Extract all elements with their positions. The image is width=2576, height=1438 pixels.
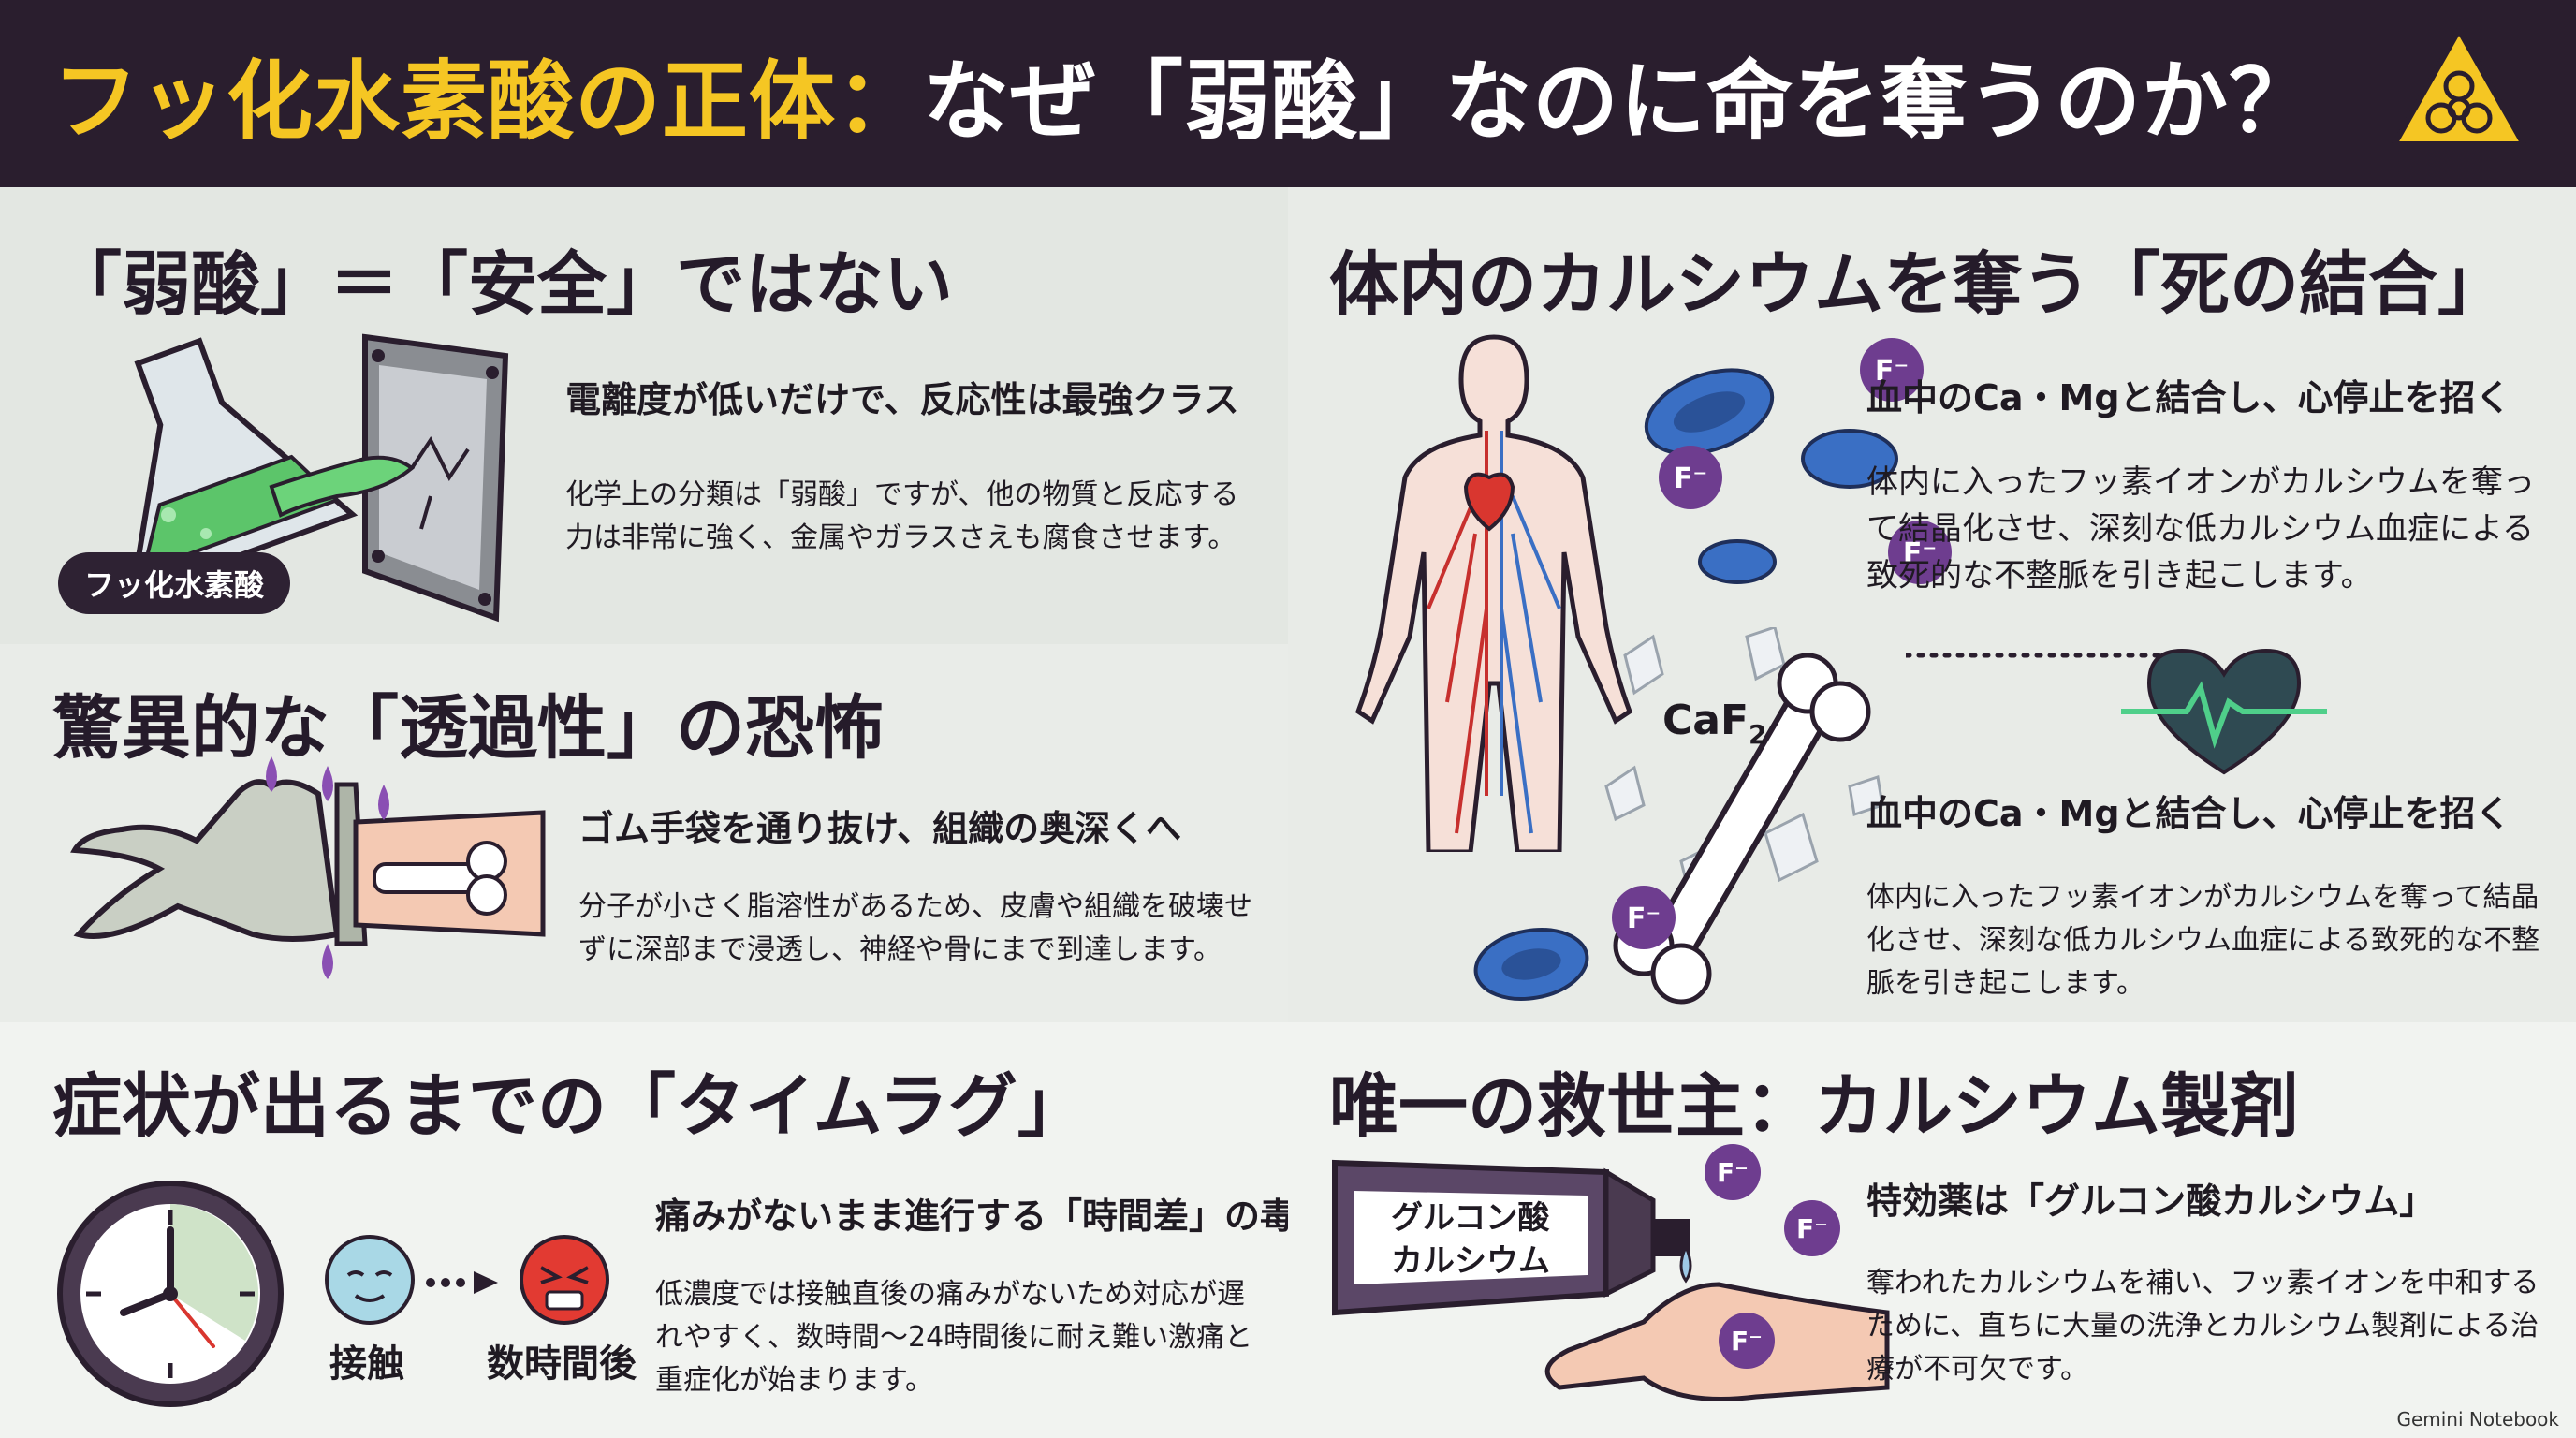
panel-title: 体内のカルシウムを奪う「死の結合」 [1329, 244, 2507, 325]
panel-subtitle: 電離度が低いだけで、反応性は最強クラス [565, 379, 1239, 420]
panel-permeability: 驚異的な「透過性」の恐怖 ゴム手袋を通り抜け、組織の奥深くへ 分子が小さく脂溶性… [0, 644, 1288, 1022]
fluoride-ion-icons [1659, 338, 1952, 584]
acid-drop-icons [266, 756, 389, 979]
ion-label: F⁻ [1796, 1213, 1828, 1244]
panel-title: 症状が出るまでの「タイムラグ」 [52, 1066, 1087, 1147]
heart-ecg-icon [2121, 648, 2327, 775]
ion-label: F⁻ [1627, 902, 1661, 935]
ion-label: F⁻ [1903, 537, 1937, 570]
page-title-highlight: フッ化水素酸の正体： [52, 51, 924, 152]
subtitle-2: 血中のCa・Mgと結合し、心停止を招く [1866, 793, 2511, 834]
blood-cells-lower: F⁻ [1473, 886, 1676, 1001]
crystal-formula: CaF2 [1662, 697, 1767, 750]
arrow-right-icon [426, 1271, 498, 1294]
label-hours-later: 数時間後 [487, 1343, 637, 1386]
fluoride-ion-icon [1612, 886, 1676, 949]
dotted-connector [1906, 653, 2187, 658]
cracked-glass-plate [362, 333, 509, 623]
panel-subtitle: 特効薬は「グルコン酸カルシウム」 [1866, 1181, 2436, 1222]
panel-savior: 唯一の救世主：カルシウム製剤 + F⁻ F⁻ F⁻ グルコン酸 カルシウム 特効… [1288, 1022, 2576, 1438]
red-blood-cell-icons [1644, 368, 1898, 584]
panel-body: 低濃度では接触直後の痛みがないため対応が遅れやすく、数時間〜24時間後に耐え難い… [655, 1278, 1253, 1397]
calm-face-icon [325, 1235, 415, 1325]
clock-icon [57, 1181, 284, 1407]
panel-weak-acid: 「弱酸」＝「安全」ではない フッ化水素酸 電離度が低いだけで、反応性は最強クラス… [0, 187, 1288, 644]
panel-title: 驚異的な「透過性」の恐怖 [52, 688, 884, 769]
page-title-rest: なぜ「弱酸」なのに命を奪うのか？ [923, 51, 2317, 152]
blood-cells-and-ions: F⁻ F⁻ F⁻ [1644, 338, 1952, 584]
header: フッ化水素酸の正体：なぜ「弱酸」なのに命を奪うのか？ [0, 0, 2576, 187]
panel-body: 化学上の分類は「弱酸」ですが、他の物質と反応する力は非常に強く、金属やガラスさえ… [565, 478, 1239, 554]
medicine-tube-icon: + F⁻ F⁻ F⁻ [1332, 1144, 1890, 1401]
panel-calcium: 体内のカルシウムを奪う「死の結合」 F⁻ F⁻ F⁻ [1288, 187, 2576, 1022]
acid-name-badge: フッ化水素酸 [58, 552, 291, 614]
bone-icon [1613, 653, 1871, 1005]
ion-label: F⁻ [1875, 355, 1909, 388]
body-1: 体内に入ったフッ素イオンがカルシウムを奪って結晶化させ、深刻な低カルシウム血症に… [1866, 463, 2535, 594]
bone-crystal-icon [1604, 627, 1884, 1005]
ion-label: F⁻ [1731, 1326, 1763, 1357]
panel-subtitle: 痛みがないまま進行する「時間差」の毒 [655, 1196, 1288, 1237]
panel-body: 分子が小さく脂溶性があるため、皮膚や組織を破壊せずに深部まで浸透し、神経や骨にま… [578, 890, 1252, 966]
panel-time-lag: 症状が出るまでの「タイムラグ」 接触 数時間後 痛みがないまま進行する「時間差」… [0, 1022, 1288, 1438]
subtitle-1: 血中のCa・Mgと結合し、心停止を招く [1866, 377, 2511, 418]
broken-flask-icon [128, 333, 509, 623]
biohazard-warning-icon [2392, 27, 2526, 147]
pain-face-icon [520, 1235, 609, 1325]
panel-subtitle: ゴム手袋を通り抜け、組織の奥深くへ [578, 808, 1182, 849]
label-contact: 接触 [329, 1343, 404, 1386]
panel-title: 唯一の救世主：カルシウム製剤 [1329, 1066, 2299, 1147]
credit: Gemini Notebook [2396, 1408, 2559, 1431]
page-title: フッ化水素酸の正体：なぜ「弱酸」なのに命を奪うのか？ [52, 32, 2316, 156]
glove-hand-icon [70, 756, 546, 979]
fluoride-ion-icons [1705, 1144, 1840, 1369]
body-2: 体内に入ったフッ素イオンがカルシウムを奪って結晶化させ、深刻な低カルシウム血症に… [1866, 881, 2540, 1000]
panel-title: 「弱酸」＝「安全」ではない [52, 244, 953, 325]
bone-icon [373, 841, 507, 916]
ion-label: F⁻ [1674, 462, 1707, 495]
ion-label: F⁻ [1717, 1157, 1749, 1188]
panel-body: 奪われたカルシウムを補い、フッ素イオンを中和するために、直ちに大量の洗浄とカルシ… [1866, 1267, 2539, 1386]
human-body-icon [1354, 334, 1633, 852]
tube-label: グルコン酸 カルシウム [1391, 1199, 1550, 1280]
svg-text:+: + [1550, 1213, 1582, 1256]
